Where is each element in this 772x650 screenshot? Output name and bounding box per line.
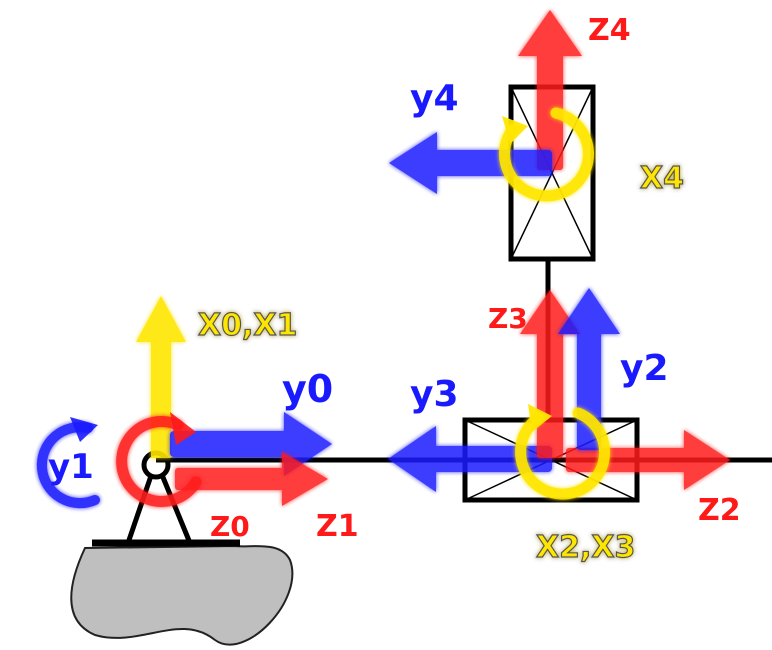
base-leg-left [125, 469, 156, 544]
ground-blob [70, 544, 294, 646]
z0-rotation-icon [116, 416, 202, 507]
z4-arrow [518, 10, 582, 170]
y1-rotation-icon [36, 422, 100, 509]
label-z2: Z2 [698, 493, 741, 528]
label-x2x3: X2,X3 [536, 530, 635, 565]
label-y1: y1 [48, 447, 94, 487]
y0-arrow [170, 412, 332, 476]
label-z3: Z3 [488, 302, 528, 335]
y1-rotation-head [70, 417, 98, 442]
y4-arrow [389, 132, 552, 194]
x0x1-arrow [136, 296, 186, 458]
x4-rotation-icon [499, 107, 594, 202]
label-y3: y3 [410, 374, 459, 415]
x2x3-rotation-head [528, 404, 552, 432]
x4-rotation-head [502, 116, 528, 144]
label-y2: y2 [620, 348, 669, 389]
label-y4: y4 [410, 78, 459, 119]
label-z4: Z4 [588, 13, 631, 48]
base-leg-right [157, 469, 193, 544]
z0-rotation-head [170, 412, 196, 445]
z1-arrow [175, 452, 328, 506]
label-z0: Z0 [210, 510, 250, 543]
label-x4: X4 [640, 161, 684, 196]
label-z1: Z1 [316, 509, 359, 544]
label-x0x1: X0,X1 [198, 308, 297, 343]
x2x3-rotation-icon [515, 407, 610, 500]
z3-arrow [520, 290, 580, 458]
label-y0: y0 [282, 367, 333, 411]
